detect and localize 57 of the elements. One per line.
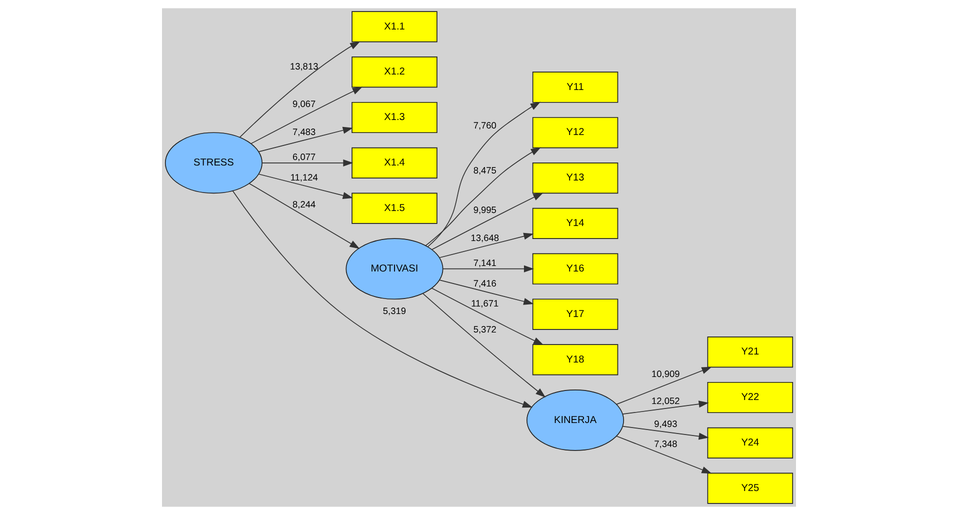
node-box: X1.2 [352, 56, 438, 88]
edge-label: 13,813 [290, 61, 318, 72]
arrow [248, 183, 360, 249]
edge-label: 8,475 [473, 166, 496, 176]
arrow [439, 232, 534, 258]
arrow [439, 280, 534, 305]
node-box: X1.5 [352, 192, 438, 224]
edge-label: 12,052 [652, 396, 680, 406]
edge-label: 13,648 [470, 232, 500, 243]
node-box: Y16 [532, 253, 618, 284]
arrow [239, 41, 360, 138]
node-box: Y12 [532, 117, 618, 148]
edge-label: 7,760 [473, 120, 496, 130]
node-box: X1.1 [352, 11, 438, 42]
edge-label: 9,067 [292, 99, 316, 110]
arrow [250, 86, 363, 144]
node-ellipse: MOTIVASI [346, 238, 444, 300]
arrow [258, 174, 353, 199]
node-box: Y24 [707, 427, 794, 458]
node-box: Y14 [532, 208, 618, 239]
arrow [425, 147, 541, 246]
edge-label: 11,671 [471, 298, 499, 309]
arrow [616, 366, 712, 405]
node-box: Y11 [532, 72, 618, 103]
edge-label: 7,416 [473, 278, 496, 288]
edge-label: 5,319 [382, 306, 406, 316]
arrow [427, 102, 541, 248]
edge-label: 9,493 [654, 418, 678, 429]
arrow [258, 126, 353, 152]
node-ellipse: KINERJA [526, 390, 624, 451]
node-ellipse: STRESS [164, 132, 262, 194]
arrow [442, 265, 534, 272]
edge-label: 8,244 [292, 199, 316, 210]
arrow [432, 192, 544, 250]
edge-label: 9,995 [473, 205, 496, 216]
arrow [431, 288, 544, 346]
node-box: Y18 [532, 344, 618, 376]
arrow [422, 293, 546, 398]
edge-label: 11,124 [290, 172, 318, 182]
node-box: Y22 [707, 382, 794, 414]
node-box: Y17 [532, 298, 618, 330]
arrow [616, 436, 712, 474]
edge-label: 5,372 [473, 324, 496, 335]
edge-label: 7,483 [292, 126, 316, 137]
edge-label: 10,909 [652, 369, 680, 380]
arrow [622, 426, 709, 440]
edge-label: 7,141 [473, 258, 496, 268]
node-box: Y13 [532, 162, 618, 194]
node-box: X1.4 [352, 147, 438, 178]
edge-label: 7,348 [654, 438, 678, 449]
edge-label: 6,077 [292, 152, 316, 162]
arrow [622, 400, 709, 414]
arrow [232, 190, 533, 408]
node-box: X1.3 [352, 102, 438, 134]
node-box: Y21 [707, 336, 794, 368]
node-box: Y25 [707, 472, 794, 504]
arrow [262, 159, 354, 166]
